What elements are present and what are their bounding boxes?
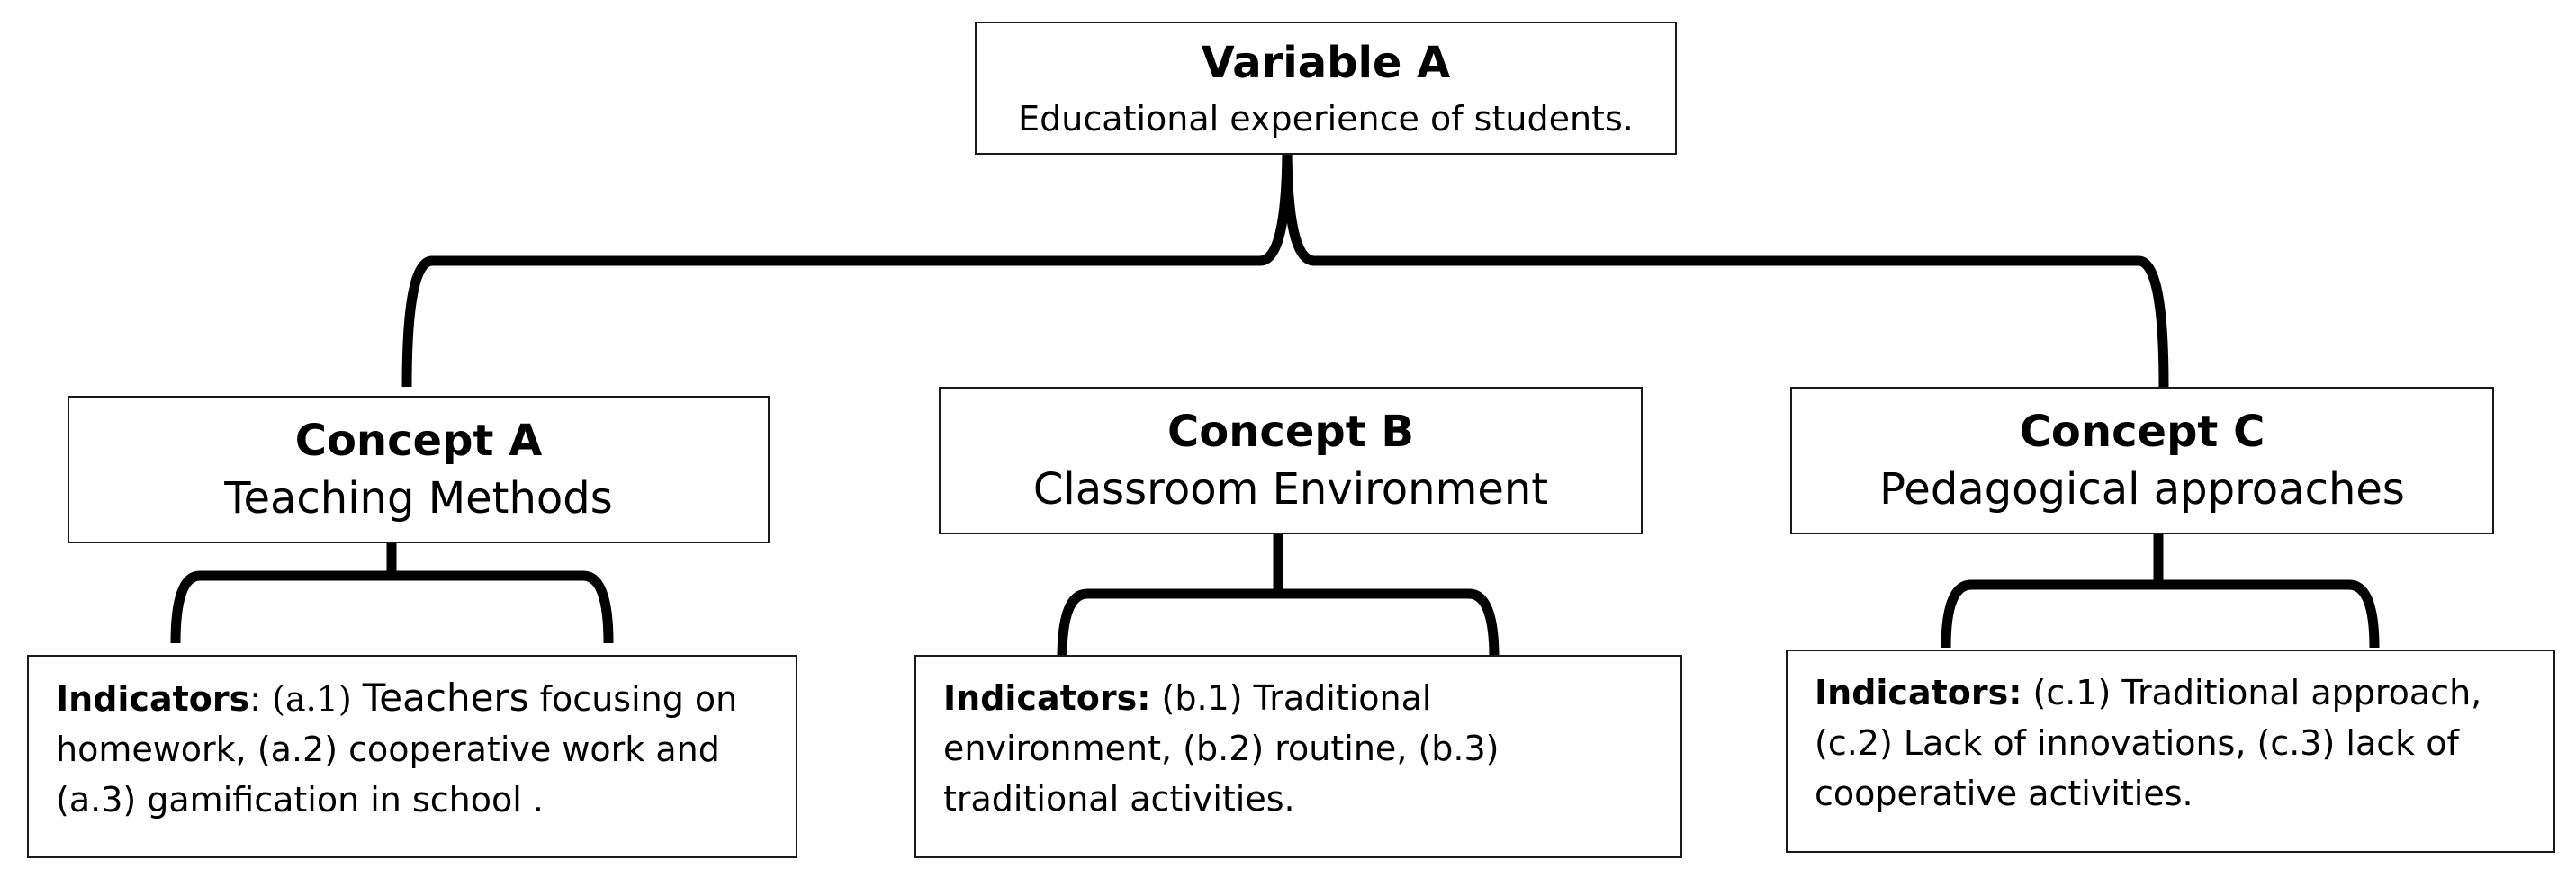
concept-subtitle: Teaching Methods [224,472,613,524]
variable-box: Variable A Educational experience of stu… [975,22,1677,155]
indicator-text: focusing on homework, (a.2) cooperative … [56,679,738,820]
concept-title: Concept B [1167,407,1414,458]
indicator-box-b: Indicators: (b.1) Traditional environmen… [914,655,1682,858]
indicator-label: Indicators: [1815,673,2022,712]
variable-title: Variable A [1201,38,1451,89]
concept-c-connector [1941,526,2380,649]
concept-box-b: Concept B Classroom Environment [939,387,1643,534]
concept-b-connector [1057,526,1500,659]
variable-subtitle: Educational experience of students. [1018,98,1634,139]
concept-box-c: Concept C Pedagogical approaches [1790,387,2494,534]
indicator-text: (b.1) Traditional environment, (b.2) rou… [943,678,1500,819]
concept-a-connector [170,517,614,644]
indicator-code: (a.1) [272,679,352,719]
indicator-text: (c.1) Traditional approach, (c.2) Lack o… [1815,673,2482,813]
concept-subtitle: Pedagogical approaches [1879,463,2405,515]
indicator-label: Indicators: [943,678,1151,718]
concept-box-a: Concept A Teaching Methods [68,396,770,543]
indicator-box-a: Indicators: (a.1) Teachers focusing on h… [27,655,797,858]
concept-title: Concept A [294,416,543,467]
concept-title: Concept C [2019,407,2265,458]
indicator-separator: : [249,679,262,719]
variable-connector [401,143,2169,388]
indicator-word: Teachers [362,676,529,720]
indicator-label: Indicators [56,679,250,719]
concept-subtitle: Classroom Environment [1032,463,1549,515]
indicator-box-c: Indicators: (c.1) Traditional approach, … [1786,650,2555,853]
